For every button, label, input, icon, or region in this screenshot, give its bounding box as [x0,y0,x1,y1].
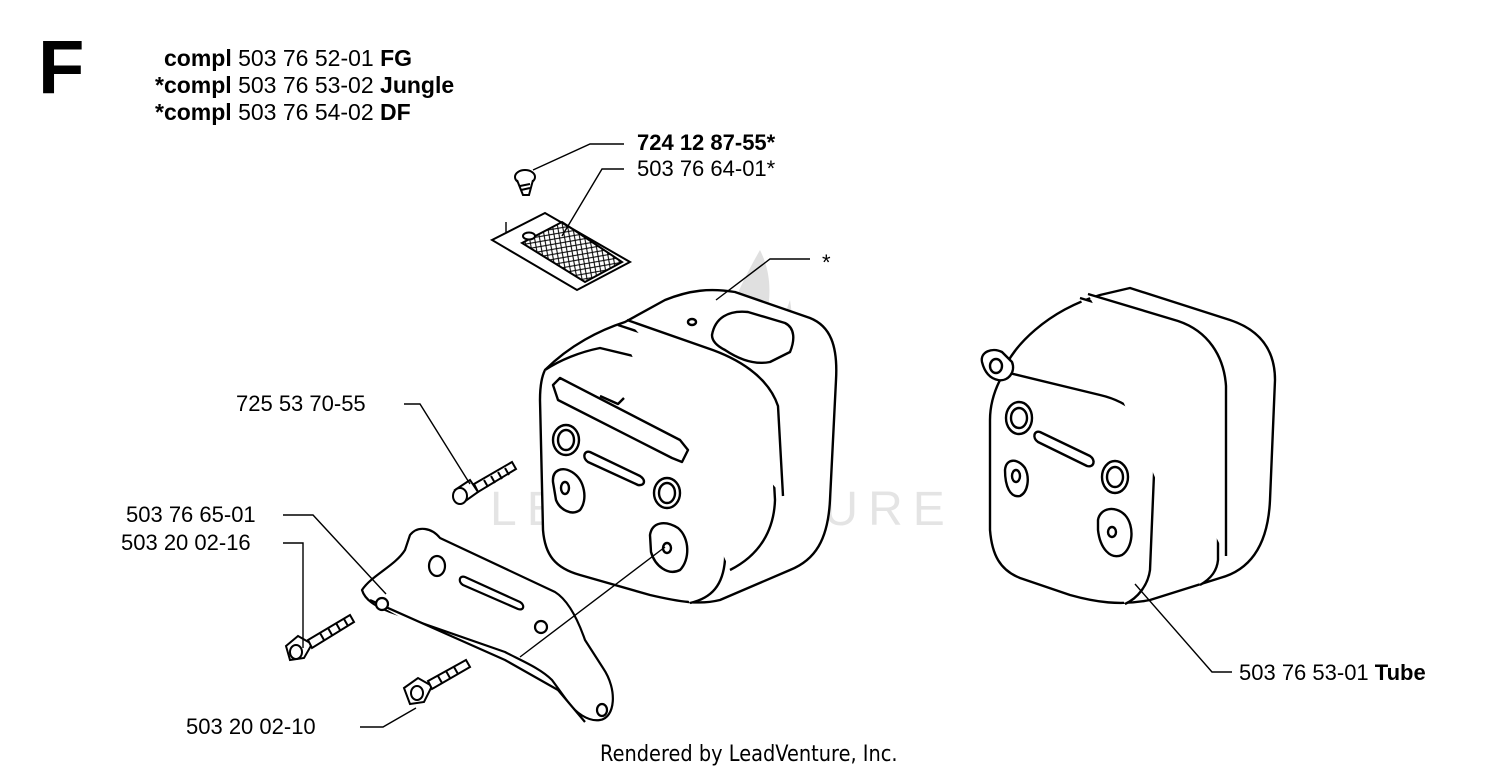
leader-lines [283,143,1232,728]
section-letter: F [38,25,85,110]
top-screw-drawing [514,169,536,196]
header-line-3: *compl 503 76 54-02 DF [155,99,411,125]
spark-screen-drawing [489,211,633,292]
label-small-bolt[interactable]: 503 20 02-16 [121,530,251,555]
label-bracket[interactable]: 503 76 65-01 [126,502,256,527]
label-muffler-asterisk[interactable]: * [822,250,831,275]
muffler-drawing [538,288,838,605]
long-bolt-drawing [452,460,518,505]
label-tube[interactable]: 503 76 53-01 Tube [1239,660,1426,685]
label-bottom-bolt[interactable]: 503 20 02-10 [186,714,316,739]
header-line-2: *compl 503 76 53-02 Jungle [155,72,455,98]
label-long-bolt[interactable]: 725 53 70-55 [236,391,366,416]
footer-credit: Rendered by LeadVenture, Inc. [600,742,898,767]
tube-muffler-drawing [980,286,1277,606]
bracket-drawing [360,527,614,723]
label-screw-top[interactable]: 724 12 87-55* [637,130,776,155]
small-bolt-drawing [284,613,356,662]
label-spark-screen[interactable]: 503 76 64-01* [637,156,776,181]
bottom-bolt-drawing [402,658,472,706]
header-line-1: compl 503 76 52-01 FG [164,45,413,71]
